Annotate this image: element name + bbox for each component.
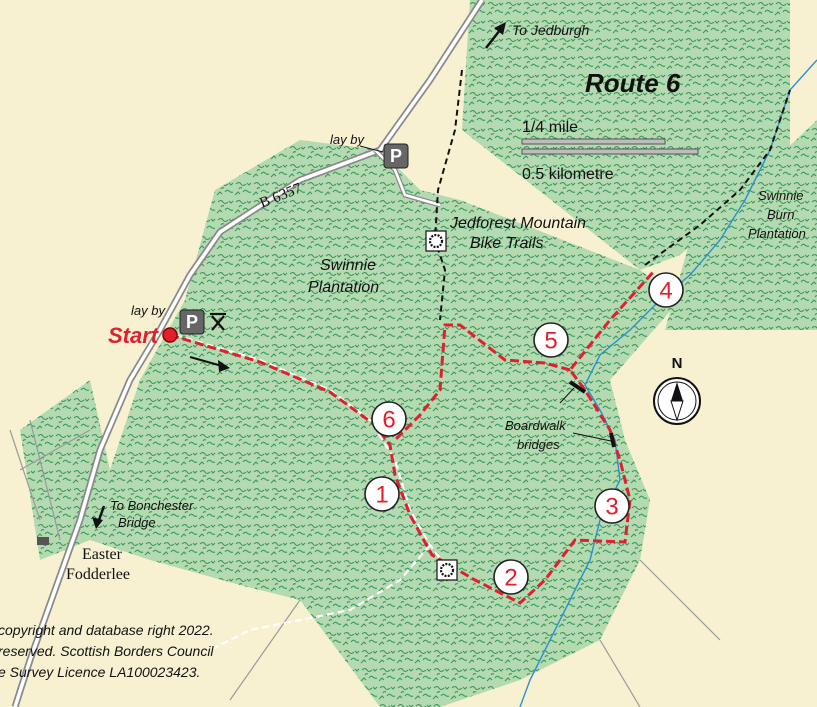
- scale-km-label: 0.5 kilometre: [522, 166, 614, 183]
- scale-bar-miles: [521, 138, 666, 145]
- copyright-line1: copyright and database right 2022.: [0, 622, 214, 638]
- copyright-line3: e Survey Licence LA100023423.: [0, 664, 200, 680]
- lay-by-start-label: lay by: [131, 303, 166, 318]
- scale-miles-label: 1/4 mile: [522, 119, 578, 136]
- to-jedburgh-arrow-icon: [485, 22, 506, 49]
- parking-sign-start: P: [179, 309, 205, 335]
- svg-text:5: 5: [544, 328, 557, 355]
- to-jedburgh-label: To Jedburgh: [512, 22, 590, 38]
- burn-label-line2: Burn: [767, 207, 794, 222]
- waypoint-1: 1: [364, 476, 400, 512]
- to-bonchester-arrow-icon: [92, 505, 106, 529]
- to-bonchester-line1: To Bonchester: [110, 498, 194, 513]
- to-bonchester-line2: Bridge: [118, 515, 156, 530]
- easter-fodderlee-line2: Fodderlee: [66, 566, 130, 583]
- start-point: [162, 327, 178, 343]
- field-boundaries: [9, 419, 721, 707]
- waypoint-4: 4: [648, 272, 684, 308]
- boardwalk-bridge-icon: [568, 380, 616, 448]
- svg-text:1: 1: [375, 482, 388, 509]
- parking-sign-top: P: [383, 143, 409, 169]
- svg-text:P: P: [390, 146, 402, 166]
- building-icon: [37, 537, 49, 545]
- forest-track: [174, 333, 446, 651]
- burn-label-line1: Swinnie: [758, 188, 804, 203]
- swinnie-plantation-line1: Swinnie: [320, 257, 376, 274]
- svg-text:P: P: [186, 312, 198, 332]
- boardwalk-label-line2: bridges: [517, 437, 560, 452]
- start-label: Start: [108, 323, 160, 348]
- svg-text:4: 4: [659, 278, 672, 305]
- boardwalk-label-line1: Boardwalk: [505, 418, 567, 433]
- waypoint-2: 2: [493, 559, 529, 595]
- jedforest-label-line1: Jedforest Mountain: [449, 215, 586, 232]
- svg-text:2: 2: [504, 565, 517, 592]
- direction-arrow-icon: [189, 356, 230, 372]
- picnic-icon: [210, 312, 226, 331]
- easter-fodderlee-line1: Easter: [82, 546, 123, 563]
- waypoint-5: 5: [533, 322, 569, 358]
- bike-trail-icon-south: [436, 559, 458, 581]
- copyright-line2: reserved. Scottish Borders Council: [0, 643, 214, 659]
- north-arrow-icon: [653, 377, 701, 425]
- waypoint-3: 3: [594, 488, 630, 524]
- scale-bar-km: [521, 148, 699, 155]
- stream: [519, 59, 817, 707]
- north-label: N: [672, 355, 683, 372]
- burn-label-line3: Plantation: [748, 226, 806, 241]
- map-title: Route 6: [585, 68, 681, 98]
- svg-text:6: 6: [382, 407, 395, 434]
- jedforest-label-line2: Bike Trails: [470, 235, 544, 252]
- swinnie-plantation-line2: Plantation: [308, 279, 379, 296]
- bike-trail: [433, 69, 791, 321]
- svg-text:3: 3: [605, 494, 618, 521]
- bike-trail-icon: [425, 230, 447, 252]
- walking-route: [169, 268, 657, 605]
- lay-by-top-label: lay by: [330, 132, 365, 147]
- waypoint-6: 6: [371, 401, 407, 437]
